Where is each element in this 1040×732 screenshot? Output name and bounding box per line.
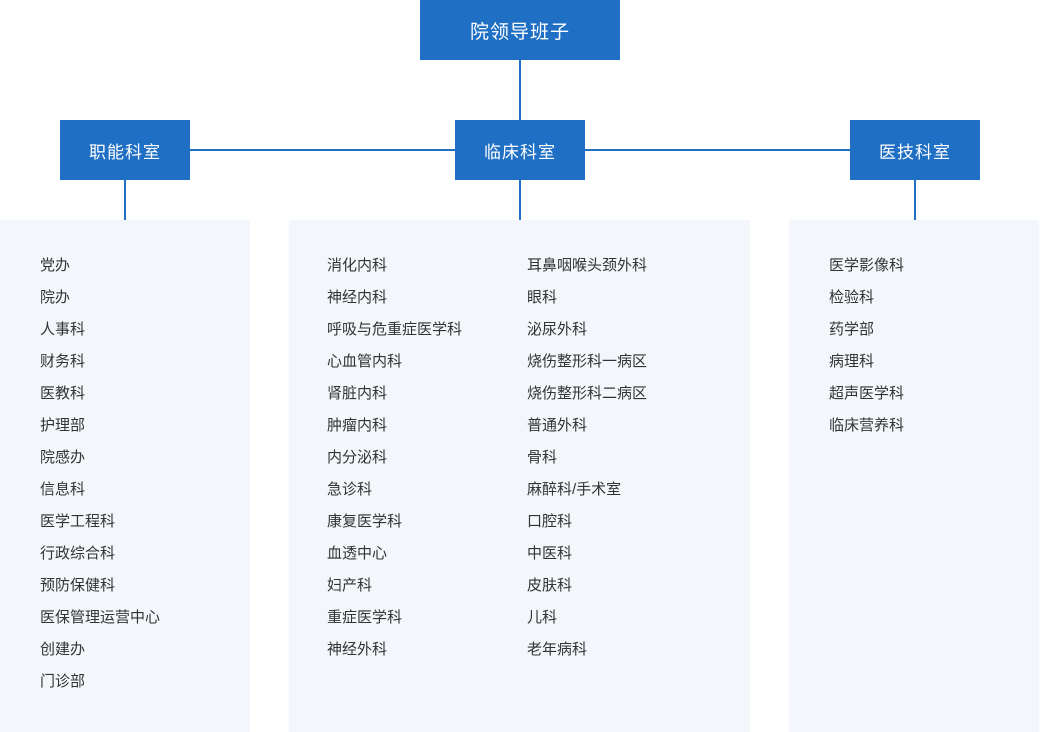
panel-medtech-columns: 医学影像科 检验科 药学部 病理科 超声医学科 临床营养科	[789, 250, 1039, 442]
list-item[interactable]: 康复医学科	[327, 513, 403, 530]
list-item[interactable]: 行政综合科	[40, 545, 116, 562]
list-item[interactable]: 门诊部	[40, 673, 86, 690]
list-item[interactable]: 普通外科	[527, 417, 588, 434]
panel-clinical-column-1: 消化内科 神经内科 呼吸与危重症医学科 心血管内科 肾脏内科 肿瘤内科 内分泌科…	[289, 250, 527, 666]
node-clinical[interactable]: 临床科室	[455, 120, 585, 180]
list-item[interactable]: 院办	[40, 289, 71, 306]
list-item[interactable]: 医学工程科	[40, 513, 116, 530]
panel-medtech-column-1: 医学影像科 检验科 药学部 病理科 超声医学科 临床营养科	[789, 250, 904, 442]
node-functional-label: 职能科室	[89, 142, 161, 162]
list-item[interactable]: 烧伤整形科一病区	[527, 353, 648, 370]
list-item[interactable]: 神经内科	[327, 289, 388, 306]
list-item[interactable]: 检验科	[829, 289, 875, 306]
list-item[interactable]: 麻醉科/手术室	[527, 481, 622, 498]
panel-medtech: 医学影像科 检验科 药学部 病理科 超声医学科 临床营养科	[789, 220, 1039, 732]
list-item[interactable]: 骨科	[527, 449, 558, 466]
list-item[interactable]: 耳鼻咽喉头颈外科	[527, 257, 648, 274]
list-item[interactable]: 老年病科	[527, 641, 588, 658]
list-item[interactable]: 肾脏内科	[327, 385, 388, 402]
panel-clinical: 消化内科 神经内科 呼吸与危重症医学科 心血管内科 肾脏内科 肿瘤内科 内分泌科…	[289, 220, 750, 732]
list-item[interactable]: 肿瘤内科	[327, 417, 388, 434]
list-item[interactable]: 创建办	[40, 641, 86, 658]
list-item[interactable]: 心血管内科	[327, 353, 403, 370]
list-item[interactable]: 医教科	[40, 385, 86, 402]
list-item[interactable]: 党办	[40, 257, 71, 274]
list-item[interactable]: 护理部	[40, 417, 86, 434]
panel-clinical-column-2: 耳鼻咽喉头颈外科 眼科 泌尿外科 烧伤整形科一病区 烧伤整形科二病区 普通外科 …	[527, 250, 647, 666]
list-item[interactable]: 内分泌科	[327, 449, 388, 466]
list-item[interactable]: 妇产科	[327, 577, 373, 594]
list-item[interactable]: 医学影像科	[829, 257, 905, 274]
list-item[interactable]: 信息科	[40, 481, 86, 498]
list-item[interactable]: 中医科	[527, 545, 573, 562]
list-item[interactable]: 烧伤整形科二病区	[527, 385, 648, 402]
list-item[interactable]: 医保管理运营中心	[40, 609, 161, 626]
node-root[interactable]: 院领导班子	[420, 0, 620, 60]
node-medtech[interactable]: 医技科室	[850, 120, 980, 180]
list-item[interactable]: 神经外科	[327, 641, 388, 658]
list-item[interactable]: 药学部	[829, 321, 875, 338]
panel-clinical-columns: 消化内科 神经内科 呼吸与危重症医学科 心血管内科 肾脏内科 肿瘤内科 内分泌科…	[289, 250, 750, 666]
node-clinical-label: 临床科室	[484, 142, 556, 162]
panel-functional-columns: 党办 院办 人事科 财务科 医教科 护理部 院感办 信息科 医学工程科 行政综合…	[0, 250, 250, 698]
list-item[interactable]: 儿科	[527, 609, 558, 626]
node-functional[interactable]: 职能科室	[60, 120, 190, 180]
list-item[interactable]: 血透中心	[327, 545, 388, 562]
list-item[interactable]: 预防保健科	[40, 577, 116, 594]
list-item[interactable]: 眼科	[527, 289, 558, 306]
connector-clinical-down	[519, 180, 521, 220]
list-item[interactable]: 院感办	[40, 449, 86, 466]
list-item[interactable]: 病理科	[829, 353, 875, 370]
list-item[interactable]: 消化内科	[327, 257, 388, 274]
connector-root-down	[519, 60, 521, 150]
list-item[interactable]: 人事科	[40, 321, 86, 338]
list-item[interactable]: 泌尿外科	[527, 321, 588, 338]
list-item[interactable]: 临床营养科	[829, 417, 905, 434]
panel-functional: 党办 院办 人事科 财务科 医教科 护理部 院感办 信息科 医学工程科 行政综合…	[0, 220, 250, 732]
list-item[interactable]: 口腔科	[527, 513, 573, 530]
connector-functional-down	[124, 180, 126, 220]
panel-functional-column-1: 党办 院办 人事科 财务科 医教科 护理部 院感办 信息科 医学工程科 行政综合…	[0, 250, 160, 698]
node-medtech-label: 医技科室	[879, 142, 951, 162]
list-item[interactable]: 重症医学科	[327, 609, 403, 626]
node-root-label: 院领导班子	[469, 21, 570, 43]
list-item[interactable]: 超声医学科	[829, 385, 905, 402]
list-item[interactable]: 皮肤科	[527, 577, 573, 594]
list-item[interactable]: 急诊科	[327, 481, 373, 498]
list-item[interactable]: 呼吸与危重症医学科	[327, 321, 463, 338]
connector-medtech-down	[914, 180, 916, 220]
list-item[interactable]: 财务科	[40, 353, 86, 370]
